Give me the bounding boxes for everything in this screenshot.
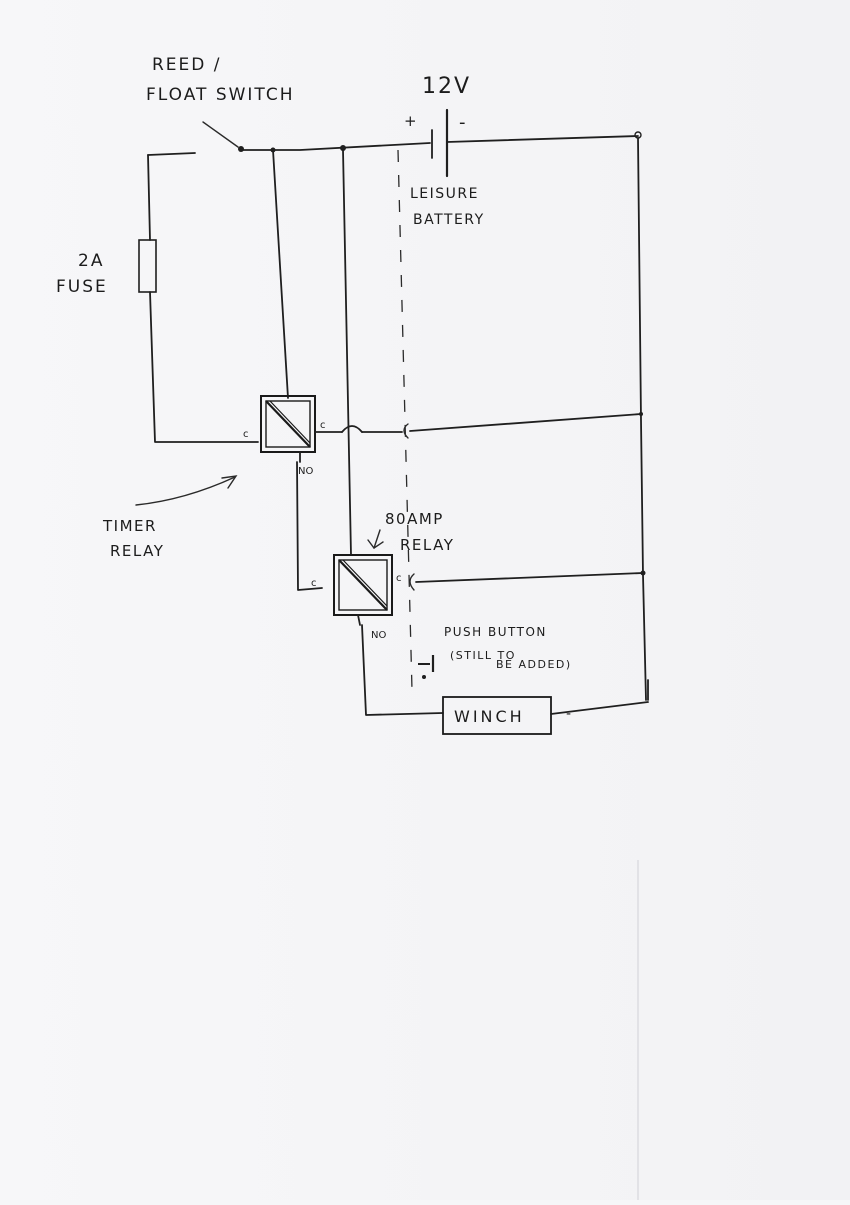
negative-rail bbox=[446, 131, 649, 701]
pushbutton-label-line2: (STILL TO bbox=[450, 649, 516, 662]
reed-float-switch bbox=[147, 121, 239, 156]
relay-80amp-box bbox=[333, 554, 393, 616]
timer-relay bbox=[260, 149, 316, 463]
push-button-symbol bbox=[418, 655, 435, 679]
timer-relay-arrow bbox=[135, 475, 238, 506]
timer-c-right-label: c bbox=[320, 420, 326, 431]
winch-box bbox=[442, 696, 552, 735]
relay-coil-feed bbox=[342, 149, 352, 556]
fuse-branch bbox=[138, 154, 259, 443]
switch-label-line2: FLOAT SWITCH bbox=[146, 85, 294, 105]
winch-minus-label: - bbox=[566, 706, 571, 722]
timer-c-left-label: c bbox=[243, 429, 249, 440]
battery-plus-label: + bbox=[404, 112, 417, 130]
relay80-arrow bbox=[367, 529, 384, 549]
relay-c-right-label: c bbox=[396, 573, 402, 584]
fuse-label-line1: 2A bbox=[78, 251, 104, 271]
timer-no-to-relay bbox=[296, 461, 323, 591]
timer-label-line1: TIMER bbox=[102, 517, 157, 535]
battery-name-line2: BATTERY bbox=[413, 212, 485, 228]
dashed-future-line bbox=[397, 149, 413, 691]
relay-c-left-label: c bbox=[311, 578, 317, 589]
timer-no-label: NO bbox=[298, 466, 313, 477]
fuse-2a-body bbox=[138, 239, 157, 293]
relay80-label-line2: RELAY bbox=[400, 536, 454, 554]
timer-output-line bbox=[314, 413, 642, 439]
relay-80amp bbox=[333, 554, 393, 626]
battery-symbol bbox=[431, 108, 449, 178]
relay-output-line bbox=[409, 572, 644, 591]
pushbutton-label-line1: PUSH BUTTON bbox=[444, 625, 547, 639]
top-positive-rail bbox=[238, 142, 431, 153]
relay-no-to-winch bbox=[361, 624, 444, 716]
timer-relay-box bbox=[260, 395, 316, 453]
fuse-label-line2: FUSE bbox=[56, 277, 108, 297]
battery-name-line1: LEISURE bbox=[410, 186, 479, 202]
winch-label: WINCH bbox=[454, 707, 525, 726]
battery-minus-label: - bbox=[459, 112, 466, 133]
switch-label-line1: REED / bbox=[152, 55, 222, 75]
relay-no-label: NO bbox=[371, 630, 386, 641]
voltage-label: 12V bbox=[422, 74, 471, 99]
winch-motor bbox=[442, 696, 649, 735]
timer-label-line2: RELAY bbox=[110, 542, 164, 560]
relay80-label-line1: 80AMP bbox=[385, 510, 444, 528]
pushbutton-label-line3: BE ADDED) bbox=[496, 658, 572, 671]
